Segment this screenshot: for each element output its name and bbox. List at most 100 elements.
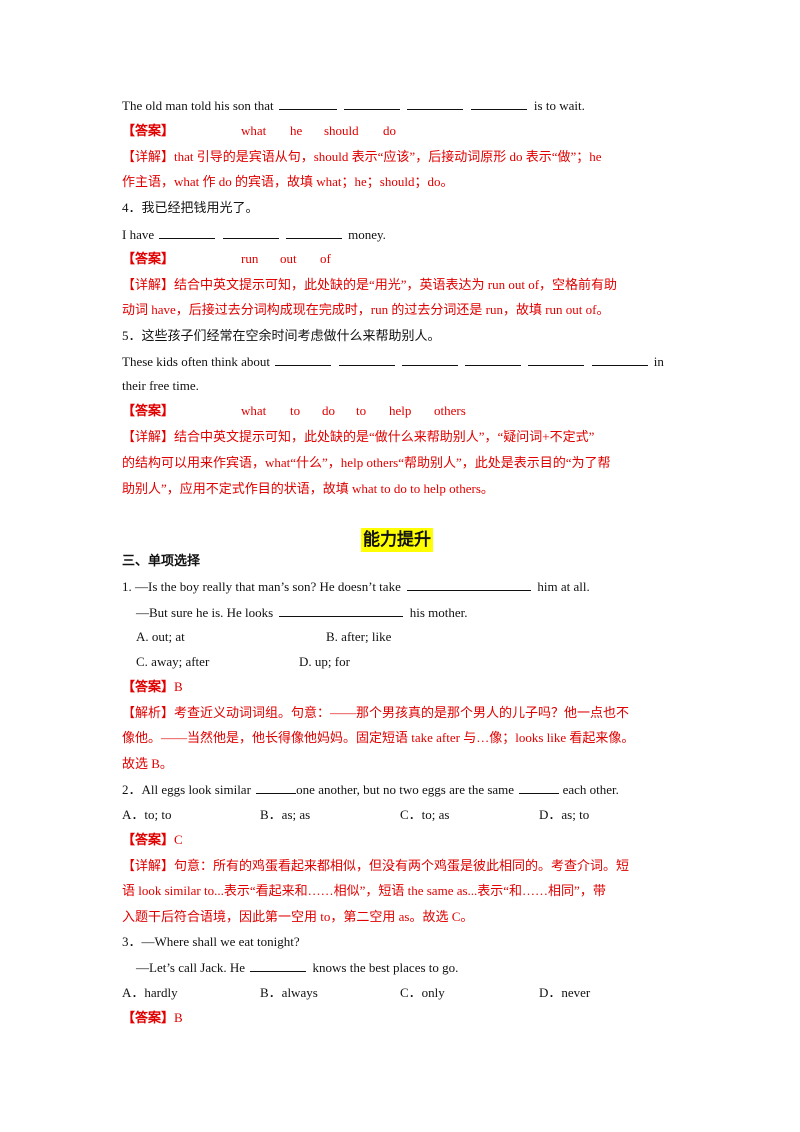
answer-word: what [241,123,267,138]
answer-word: of [320,251,331,266]
q5-detail-line: 助别人”，应用不定式作目的状语，故填 what to do to help ot… [122,481,494,496]
mc2-answer: 【答案】C [122,831,183,849]
q5-detail-line: 的结构可以用来作宾语，what“什么”，help others“帮助别人”，此处… [122,455,611,470]
blank [279,603,404,617]
answer-word: others [434,403,466,418]
mc1-line1: 1. —Is the boy really that man’s son? He… [122,577,590,596]
q5-sentence-end: in [653,354,664,369]
mc1-analysis-line: 【解析】考查近义动词词组。句意：——那个男孩真的是那个男人的儿子吗？他一点也不 [122,705,630,720]
answer-word: do [383,123,396,138]
q4-prompt: 4．我已经把钱用光了。 [122,200,259,215]
blank [256,780,297,794]
q5-answer: 【答案】 what to do to help others [122,402,522,420]
option-c[interactable]: C．to; as [400,807,450,822]
mc1-analysis-line: 像他。——当然他是，他长得像他妈妈。固定短语 take after 与…像；lo… [122,730,635,745]
q4-sentence: I have money. [122,225,386,244]
section-heading: 能力提升 [361,528,433,552]
q5-sentence-start: These kids often think about [122,354,271,369]
blank [222,225,279,239]
option-d[interactable]: D．as; to [539,807,590,822]
blank [250,958,307,972]
answer-word: help [389,403,412,418]
blank [338,352,395,366]
mc3-line2: —Let’s call Jack. He knows the best plac… [136,958,458,977]
option-d[interactable]: D. up; for [299,654,350,669]
answer-word: what [241,403,267,418]
q3-detail-line: 作主语，what 作 do 的宾语，故填 what；he；should；do。 [122,174,454,189]
blank [401,352,458,366]
mc1-line1-start: 1. —Is the boy really that man’s son? He… [122,579,401,594]
answer-value: B [174,1010,183,1025]
answer-word: to [290,403,301,418]
mc1-line2-end: his mother. [409,605,468,620]
q3-answer: 【答案】 what he should do [122,122,522,140]
option-c[interactable]: C．only [400,985,445,1000]
answer-label: 【答案】 [122,251,175,266]
q5-sentence: These kids often think about in [122,352,664,371]
q5-prompt: 5．这些孩子们经常在空余时间考虑做什么来帮助别人。 [122,328,441,343]
answer-value: B [174,679,183,694]
blank [285,225,342,239]
mc3-line1: 3．—Where shall we eat tonight? [122,934,300,949]
option-b[interactable]: B. after; like [326,629,392,644]
blank [519,780,560,794]
option-d[interactable]: D．never [539,985,591,1000]
blank [344,96,401,110]
q3-sentence-start: The old man told his son that [122,98,274,113]
answer-label: 【答案】 [122,832,175,847]
mc2-line1: 2．All eggs look similar one another, but… [122,780,619,799]
q5-detail-line: 【详解】结合中英文提示可知，此处缺的是“做什么来帮助别人”，“疑问词+不定式” [122,429,595,444]
answer-word: to [356,403,367,418]
answer-label: 【答案】 [122,679,175,694]
mc2-line1-b: one another, but no two eggs are the sam… [296,782,515,797]
q4-detail-line: 【详解】结合中英文提示可知，此处缺的是“用光”，英语表达为 run out of… [122,277,618,292]
answer-word: run [241,251,259,266]
blank [470,96,527,110]
option-a[interactable]: A．hardly [122,985,178,1000]
q5-sentence-line2: their free time. [122,378,199,393]
answer-word: do [322,403,335,418]
mc2-detail-line: 【详解】句意：所有的鸡蛋看起来都相似，但没有两个鸡蛋是彼此相同的。考查介词。短 [122,858,630,873]
section-title: 三、单项选择 [122,553,201,568]
mc1-line2: —But sure he is. He looks his mother. [136,603,468,622]
blank [407,96,464,110]
mc1-line1-end: him at all. [537,579,590,594]
option-b[interactable]: B．as; as [260,807,311,822]
blank [275,352,332,366]
q4-detail-line: 动词 have，后接过去分词构成现在完成时，run 的过去分词还是 run，故填… [122,302,610,317]
option-c[interactable]: C. away; after [136,654,210,669]
q4-sentence-end: money. [348,227,386,242]
q3-detail-line: 【详解】that 引导的是宾语从句，should 表示“应该”，后接动词原形 d… [122,149,602,164]
blank [407,577,532,591]
answer-word: out [280,251,297,266]
answer-label: 【答案】 [122,403,175,418]
answer-label: 【答案】 [122,1010,175,1025]
q3-sentence-end: is to wait. [533,98,585,113]
mc3-answer: 【答案】B [122,1009,183,1027]
mc2-line1-a: 2．All eggs look similar [122,782,251,797]
mc2-line1-c: each other. [562,782,619,797]
mc1-line2-start: —But sure he is. He looks [136,605,274,620]
q4-sentence-start: I have [122,227,155,242]
option-a[interactable]: A．to; to [122,807,172,822]
answer-word: he [290,123,303,138]
answer-label: 【答案】 [122,123,175,138]
blank [159,225,216,239]
answer-value: C [174,832,183,847]
blank [528,352,585,366]
q4-answer: 【答案】 run out of [122,250,522,268]
answer-word: should [324,123,359,138]
blank [465,352,522,366]
mc3-line2-start: —Let’s call Jack. He [136,960,246,975]
blank [591,352,648,366]
option-a[interactable]: A. out; at [136,629,185,644]
mc1-analysis-line: 故选 B。 [122,756,173,771]
mc2-detail-line: 语 look similar to...表示“看起来和……相似”，短语 the … [122,883,606,898]
mc1-answer: 【答案】B [122,678,183,696]
blank [278,96,337,110]
option-b[interactable]: B．always [260,985,318,1000]
mc3-line2-end: knows the best places to go. [312,960,459,975]
q3-sentence: The old man told his son that is to wait… [122,96,585,115]
mc2-detail-line: 入题干后符合语境，因此第一空用 to，第二空用 as。故选 C。 [122,909,474,924]
